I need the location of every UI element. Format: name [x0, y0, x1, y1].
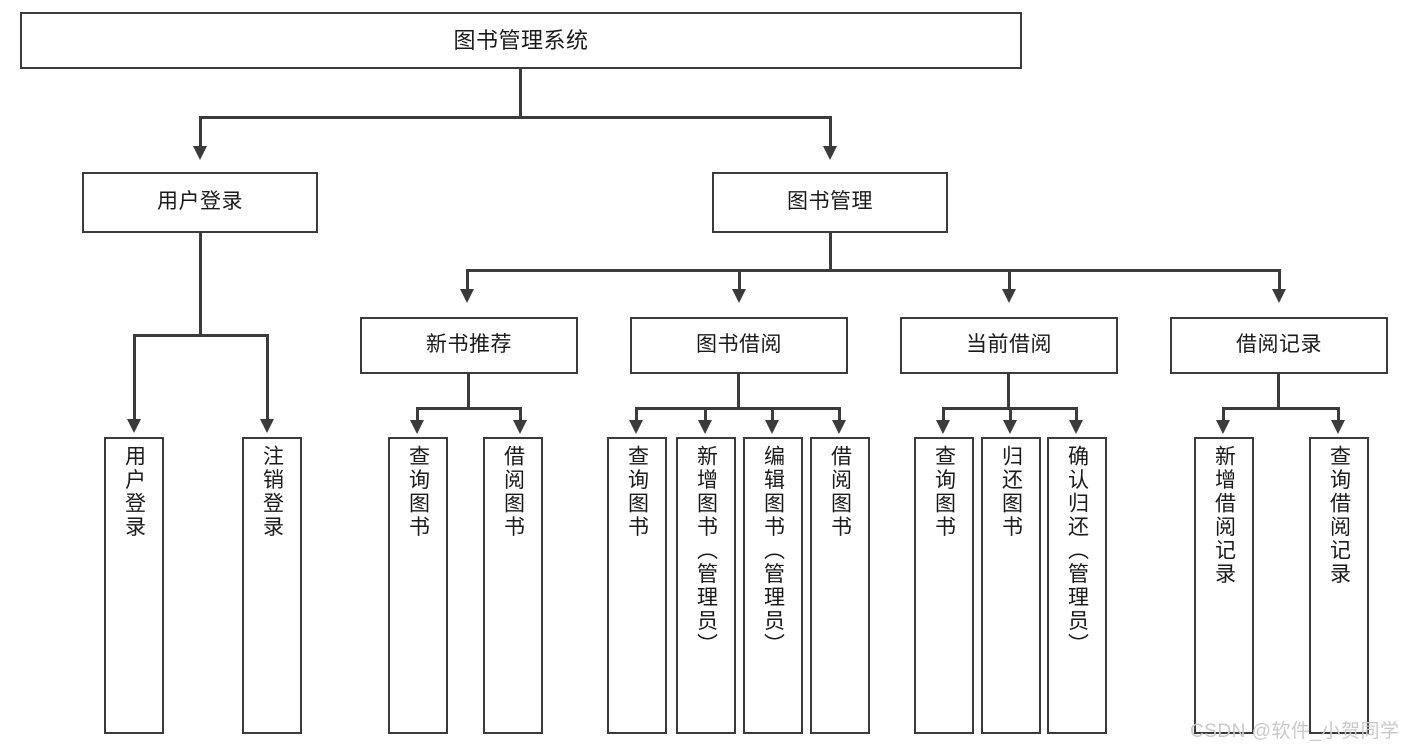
leaf-bb-edit-book-admin[interactable]: 编辑图书（管理员）	[743, 437, 803, 734]
arrowhead-to-book-management	[823, 146, 837, 160]
leaf-br-add-record[interactable]: 新增借阅记录	[1194, 437, 1254, 734]
connector-bb-drop-4	[838, 407, 841, 422]
connector-cb-drop-2	[1009, 407, 1012, 422]
arrowhead-cb-leaf-3	[1069, 420, 1083, 434]
connector-bm-drop-4	[1278, 269, 1281, 291]
connector-book-management-bus	[466, 269, 1281, 272]
node-label: 借阅图书	[828, 445, 852, 539]
connector-root-drop-left	[199, 116, 202, 148]
arrowhead-nbr-leaf-2	[513, 420, 527, 434]
connector-cb-drop-3	[1075, 407, 1078, 422]
node-label: 查询图书	[625, 445, 649, 539]
node-label: 新增借阅记录	[1212, 445, 1236, 586]
leaf-br-query-record[interactable]: 查询借阅记录	[1309, 437, 1369, 734]
connector-bb-drop-1	[635, 407, 638, 422]
node-label: 图书管理系统	[453, 27, 589, 53]
leaf-nbr-query-book[interactable]: 查询图书	[388, 437, 448, 734]
leaf-cb-confirm-return-admin[interactable]: 确认归还（管理员）	[1047, 437, 1107, 734]
leaf-cb-return-book[interactable]: 归还图书	[981, 437, 1041, 734]
node-label: 用户登录	[157, 190, 243, 214]
arrowhead-bb-leaf-3	[765, 420, 779, 434]
connector-bb-bus	[635, 407, 841, 410]
connector-user-login-drop-1	[133, 334, 136, 421]
node-borrow-record[interactable]: 借阅记录	[1170, 317, 1388, 374]
arrowhead-bb-leaf-4	[832, 420, 846, 434]
connector-br-stem	[1277, 374, 1280, 410]
node-label: 借阅记录	[1236, 333, 1322, 357]
node-new-book-recommend[interactable]: 新书推荐	[360, 317, 578, 374]
node-label: 查询图书	[932, 445, 956, 539]
connector-bm-drop-3	[1008, 269, 1011, 291]
arrowhead-to-new-book-recommend	[460, 289, 474, 303]
leaf-user-login-login[interactable]: 用户登录	[104, 437, 164, 734]
node-book-management[interactable]: 图书管理	[712, 172, 948, 233]
connector-cb-stem	[1007, 374, 1010, 410]
node-label: 归还图书	[999, 445, 1023, 539]
node-label: 注销登录	[260, 445, 284, 539]
arrowhead-cb-leaf-1	[936, 420, 950, 434]
connector-book-management-stem	[829, 233, 832, 272]
connector-cb-drop-1	[942, 407, 945, 422]
arrowhead-user-login-leaf-2	[260, 419, 274, 433]
connector-user-login-stem	[199, 233, 202, 337]
node-label: 查询借阅记录	[1327, 445, 1351, 586]
connector-bb-drop-3	[771, 407, 774, 422]
arrowhead-user-login-leaf-1	[127, 419, 141, 433]
arrowhead-nbr-leaf-1	[410, 420, 424, 434]
node-label: 编辑图书（管理员）	[761, 445, 785, 657]
node-label: 确认归还（管理员）	[1065, 445, 1089, 657]
connector-nbr-drop-1	[416, 407, 419, 422]
connector-nbr-drop-2	[519, 407, 522, 422]
connector-br-drop-1	[1222, 407, 1225, 422]
connector-br-bus	[1222, 407, 1340, 410]
connector-nbr-bus	[416, 407, 522, 410]
node-label: 图书借阅	[696, 333, 782, 357]
arrowhead-br-leaf-2	[1331, 420, 1345, 434]
node-label: 借阅图书	[501, 445, 525, 539]
leaf-bb-query-book[interactable]: 查询图书	[607, 437, 667, 734]
connector-user-login-bus	[133, 334, 269, 337]
node-current-borrow[interactable]: 当前借阅	[900, 317, 1118, 374]
node-label: 用户登录	[122, 445, 146, 539]
node-root-book-management-system[interactable]: 图书管理系统	[20, 12, 1022, 69]
arrowhead-bb-leaf-2	[698, 420, 712, 434]
arrowhead-to-user-login	[193, 146, 207, 160]
node-user-login[interactable]: 用户登录	[82, 172, 318, 233]
leaf-bb-borrow-book[interactable]: 借阅图书	[810, 437, 870, 734]
leaf-cb-query-book[interactable]: 查询图书	[914, 437, 974, 734]
arrowhead-br-leaf-1	[1216, 420, 1230, 434]
connector-bb-drop-2	[704, 407, 707, 422]
leaf-bb-add-book-admin[interactable]: 新增图书（管理员）	[676, 437, 736, 734]
connector-bm-drop-1	[466, 269, 469, 291]
connector-root-drop-right	[829, 116, 832, 148]
leaf-nbr-borrow-book[interactable]: 借阅图书	[483, 437, 543, 734]
node-label: 新增图书（管理员）	[694, 445, 718, 657]
node-book-borrow[interactable]: 图书借阅	[630, 317, 848, 374]
connector-br-drop-2	[1337, 407, 1340, 422]
connector-bb-stem	[737, 374, 740, 410]
arrowhead-to-borrow-record	[1272, 289, 1286, 303]
connector-root-bus	[199, 116, 832, 119]
arrowhead-to-current-borrow	[1002, 289, 1016, 303]
connector-bm-drop-2	[738, 269, 741, 291]
node-label: 查询图书	[406, 445, 430, 539]
arrowhead-to-book-borrow	[732, 289, 746, 303]
arrowhead-cb-leaf-2	[1003, 420, 1017, 434]
connector-nbr-stem	[467, 374, 470, 410]
connector-root-stem	[519, 69, 522, 118]
watermark-text: CSDN @软件_小贺同学	[1190, 721, 1400, 742]
arrowhead-bb-leaf-1	[629, 420, 643, 434]
connector-user-login-drop-2	[266, 334, 269, 421]
node-label: 新书推荐	[426, 333, 512, 357]
node-label: 图书管理	[787, 190, 873, 214]
node-label: 当前借阅	[966, 333, 1052, 357]
leaf-user-login-logout[interactable]: 注销登录	[242, 437, 302, 734]
